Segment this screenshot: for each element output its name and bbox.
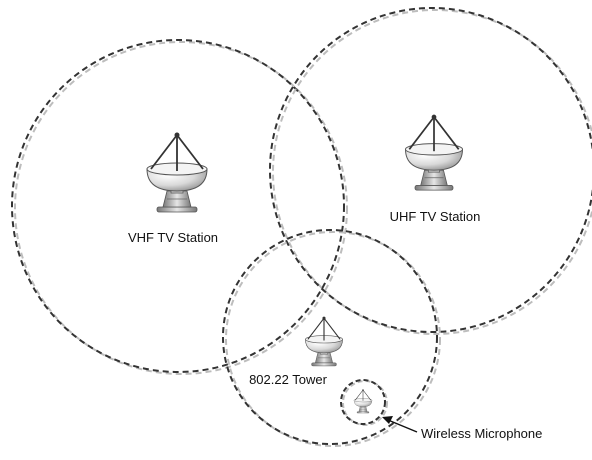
satellite-dish-icon — [304, 316, 344, 367]
mic-label: Wireless Microphone — [421, 426, 542, 441]
uhf-coverage-circle — [269, 7, 592, 333]
tower-label: 802.22 Tower — [249, 372, 327, 387]
satellite-dish-icon — [353, 388, 373, 414]
mic-coverage-circle — [342, 380, 388, 426]
coverage-boundaries — [11, 7, 592, 447]
vhf-coverage-circle — [11, 39, 345, 373]
uhf-coverage-circle — [272, 9, 592, 335]
tower-coverage-circle — [222, 229, 438, 445]
satellite-dish-icon — [404, 113, 464, 192]
mic-coverage-circle — [340, 379, 386, 425]
vhf-station-label: VHF TV Station — [128, 230, 218, 245]
tower-coverage-circle — [225, 231, 441, 447]
satellite-dish-icon — [146, 131, 208, 213]
vhf-coverage-circle — [14, 41, 348, 375]
uhf-station-label: UHF TV Station — [390, 209, 481, 224]
mic-arrow — [382, 416, 418, 433]
